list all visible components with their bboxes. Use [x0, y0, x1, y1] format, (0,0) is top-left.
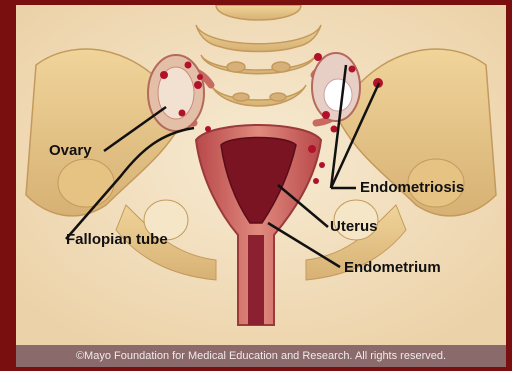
- anatomy-drawing: [16, 5, 506, 345]
- cervix-canal: [248, 235, 264, 325]
- left-hip-joint: [58, 159, 114, 207]
- fallopian-tube-label: Fallopian tube: [66, 232, 168, 247]
- copyright-credit: ©Mayo Foundation for Medical Education a…: [16, 345, 506, 367]
- anatomy-illustration: Ovary Fallopian tube Endometriosis Uteru…: [16, 5, 506, 345]
- right-ovary: [312, 53, 360, 121]
- ovary-label: Ovary: [49, 143, 92, 158]
- uterus-label: Uterus: [330, 219, 378, 234]
- left-ovary: [148, 55, 204, 131]
- endometriosis-label: Endometriosis: [360, 180, 464, 195]
- endometrium-label: Endometrium: [344, 260, 441, 275]
